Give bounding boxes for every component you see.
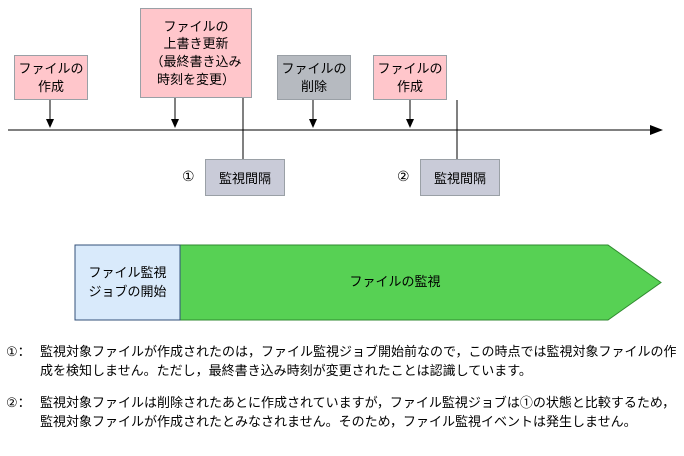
interval-1-box: 監視間隔 bbox=[205, 159, 285, 196]
timeline-arrowhead-icon bbox=[650, 125, 663, 135]
event-box-file-created-1: ファイルの 作成 bbox=[14, 55, 88, 100]
note-1: ①： 監視対象ファイルが作成されたのは，ファイル監視ジョブ開始前なので，この時点… bbox=[6, 343, 678, 381]
job-start-label: ファイル監視 ジョブの開始 bbox=[88, 264, 167, 299]
footnotes: ①： 監視対象ファイルが作成されたのは，ファイル監視ジョブ開始前なので，この時点… bbox=[6, 343, 678, 431]
interval-2-box: 監視間隔 bbox=[420, 159, 500, 196]
note-2-text: 監視対象ファイルは削除されたあとに作成されていますが，ファイル監視ジョブは①の状… bbox=[40, 394, 676, 429]
event-box-file-overwritten: ファイルの 上書き更新 （最終書き込み 時刻を変更） bbox=[140, 8, 252, 98]
event-arrowhead-2-icon bbox=[171, 119, 179, 128]
event-box-file-created-2: ファイルの 作成 bbox=[373, 55, 447, 100]
note-1-text: 監視対象ファイルが作成されたのは，ファイル監視ジョブ開始前なので，この時点では監… bbox=[40, 344, 677, 378]
monitoring-label: ファイルの監視 bbox=[349, 274, 441, 290]
event-arrowhead-4-icon bbox=[406, 119, 414, 128]
job-start-box-shape bbox=[74, 244, 181, 321]
event-box-file-deleted: ファイルの 削除 bbox=[277, 55, 351, 100]
event-arrowhead-1-icon bbox=[46, 119, 54, 128]
note-1-marker: ①： bbox=[6, 344, 31, 359]
note-2-marker: ②： bbox=[6, 394, 31, 410]
note-2: ②： 監視対象ファイルは削除されたあとに作成されていますが，ファイル監視ジョブは… bbox=[6, 394, 678, 432]
interval-2-number: ② bbox=[397, 168, 410, 184]
event-arrowhead-3-icon bbox=[309, 119, 317, 128]
interval-1-number: ① bbox=[182, 168, 195, 184]
